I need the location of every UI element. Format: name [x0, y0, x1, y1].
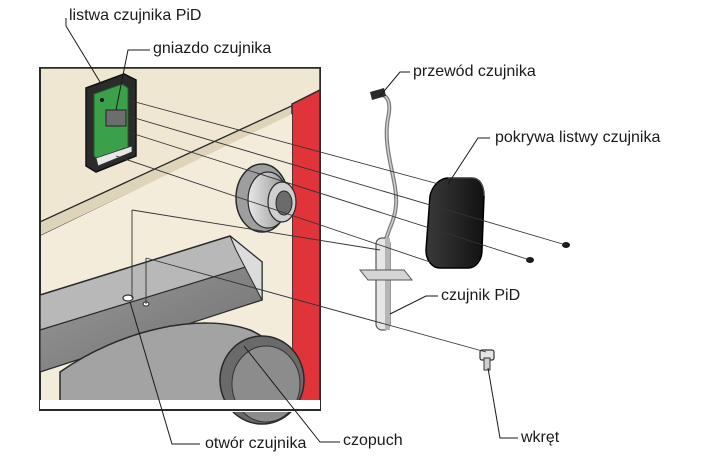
flue-pipe	[39, 235, 320, 425]
strip-cover	[425, 177, 485, 269]
assembly-lines	[115, 99, 567, 353]
label-pid-sensor: czujnik PiD	[440, 287, 522, 305]
label-screw: wkręt	[520, 429, 561, 447]
pipe-fitting	[235, 163, 297, 233]
sensor-wire	[370, 88, 399, 249]
pid-sensor	[358, 237, 414, 331]
screw-parts	[479, 242, 570, 371]
label-strip-cover: pokrywa listwy czujnika	[494, 129, 662, 147]
leader-lines	[65, 18, 518, 445]
sensor-strip-housing	[85, 73, 137, 173]
label-sensor-strip: listwa czujnika PiD	[68, 7, 203, 25]
label-sensor-socket: gniazdo czujnika	[152, 40, 273, 58]
label-sensor-wire: przewód czujnika	[412, 63, 537, 81]
label-sensor-hole: otwór czujnika	[204, 435, 308, 453]
label-flue: czopuch	[342, 432, 404, 450]
